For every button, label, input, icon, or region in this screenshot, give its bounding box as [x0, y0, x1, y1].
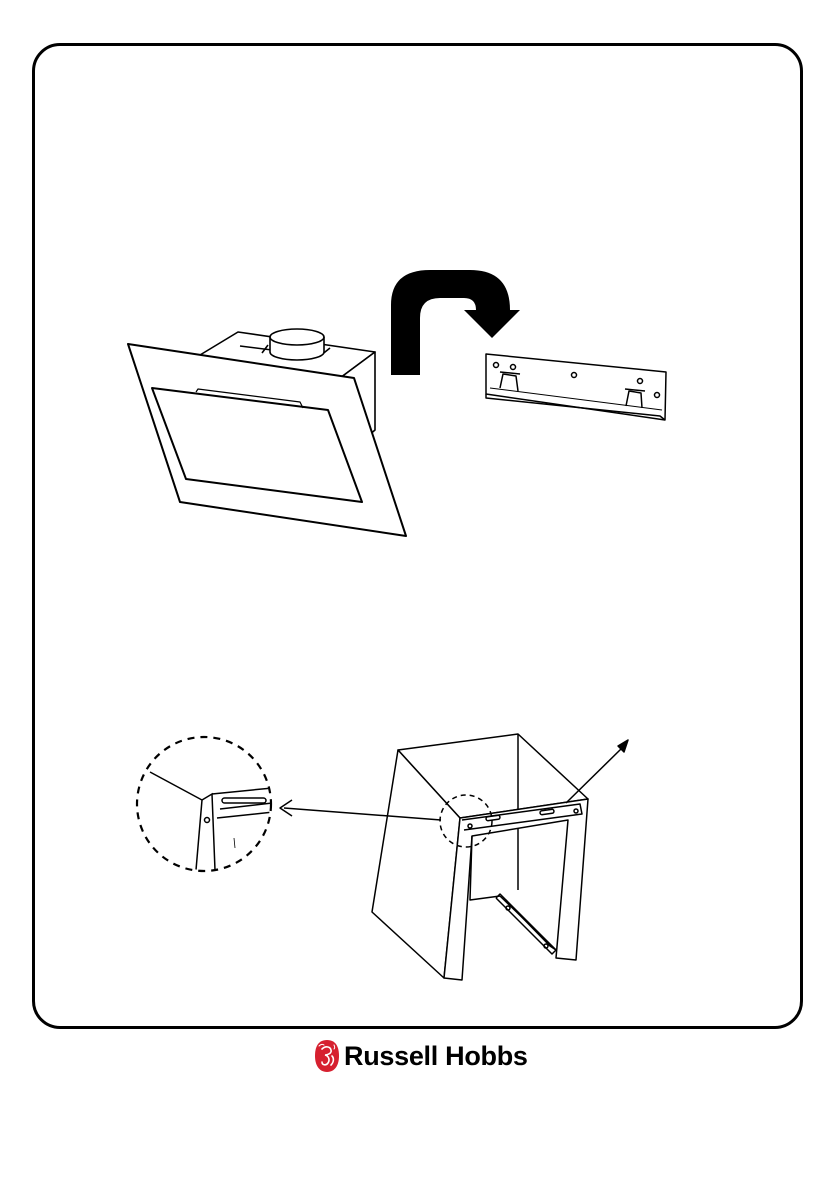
brand-emblem-icon — [314, 1039, 340, 1073]
cooker-hood-icon — [128, 329, 406, 536]
brand-name: Russell Hobbs — [344, 1039, 528, 1073]
brand-logo: Russell Hobbs — [314, 1039, 528, 1073]
chimney-cover-icon — [280, 734, 628, 980]
zoom-detail-icon — [137, 737, 274, 871]
wall-bracket-icon — [486, 354, 666, 420]
